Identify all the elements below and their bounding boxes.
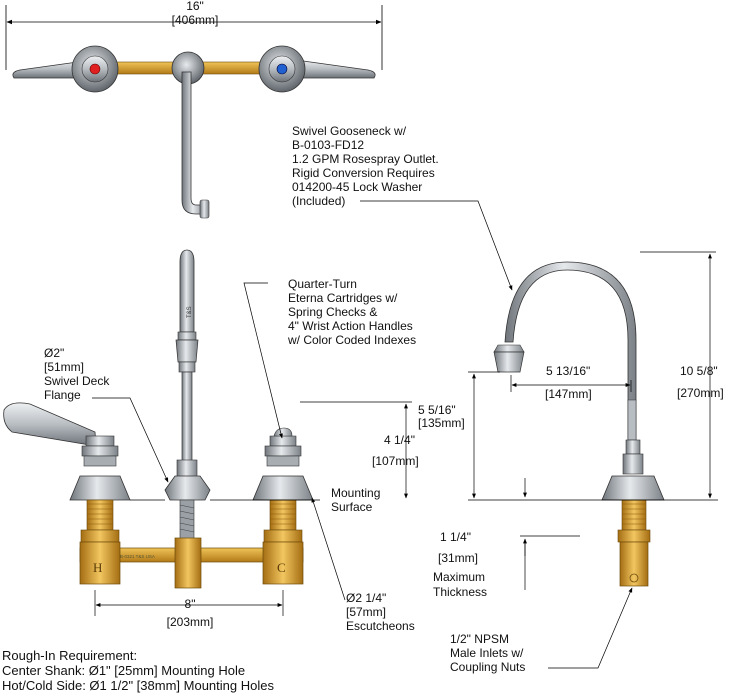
gooseneck-callout-3: 1.2 GPM Rosespray Outlet. (292, 152, 439, 166)
top-view (5, 5, 383, 219)
front-view: T&S B-0321 T&S USA H (3, 249, 412, 616)
cartridge-callout-5: w/ Color Coded Indexes (288, 333, 417, 347)
inlet-callout-2: Male Inlets w/ (450, 646, 524, 660)
mounting-surface-label-1: Mounting (331, 486, 381, 500)
hot-index-icon (89, 63, 101, 75)
front-valve-cold: C (252, 427, 314, 585)
cartridge-callout-2: Eterna Cartridges w/ (288, 291, 398, 305)
cartridge-callout-1: Quarter-Turn (288, 277, 357, 291)
flange-name-2: Flange (44, 388, 81, 402)
side-view (360, 200, 718, 669)
thickness-metric: [31mm] (438, 551, 479, 565)
top-handle-hot (12, 45, 119, 93)
front-spout: T&S (164, 249, 211, 541)
flange-dia-metric: [51mm] (44, 360, 85, 374)
cartridge-callout-4: 4" Wrist Action Handles (288, 319, 413, 333)
top-spout (171, 51, 210, 219)
spout-reach-metric: [147mm] (545, 387, 592, 401)
escutcheon-dia-metric: [57mm] (346, 605, 387, 619)
flange-dia-imperial: Ø2" (44, 346, 65, 360)
cold-index-icon (276, 63, 288, 75)
escutcheon-dia-imperial: Ø2 1/4" (346, 591, 387, 605)
thickness-name-1: Maximum (433, 570, 486, 584)
gooseneck-callout-2: B-0103-FD12 (292, 138, 365, 152)
rough-in-center-shank: Center Shank: Ø1" [25mm] Mounting Hole (2, 663, 246, 678)
spout-height-imperial: 10 5/8" (680, 364, 718, 378)
escutcheon-name: Escutcheons (346, 619, 415, 633)
center-to-center-metric: [203mm] (166, 615, 214, 629)
center-to-center-imperial: 8" (184, 597, 196, 611)
outlet-height-imperial: 5 5/16" (418, 403, 456, 417)
cartridge-callout-3: Spring Checks & (288, 305, 378, 319)
rough-in-note: Rough-In Requirement: Center Shank: Ø1" … (2, 648, 274, 693)
thickness-imperial: 1 1/4" (440, 530, 471, 544)
handle-height-metric: [107mm] (372, 454, 419, 468)
gooseneck-callout-5: 014200-45 Lock Washer (292, 180, 423, 194)
spout-stamp: T&S (187, 306, 193, 318)
side-gooseneck (504, 261, 637, 457)
thickness-name-2: Thickness (433, 585, 488, 599)
overall-width-metric: [406mm] (171, 13, 219, 27)
mounting-surface-label-2: Surface (331, 500, 373, 514)
handle-height-imperial: 4 1/4" (384, 433, 415, 447)
outlet-height-metric: [135mm] (418, 416, 465, 430)
front-valve-hot: H (3, 402, 131, 585)
gooseneck-callout-6: (Included) (292, 194, 346, 208)
rough-in-hot-cold: Hot/Cold Side: Ø1 1/2" [38mm] Mounting H… (2, 678, 274, 693)
inlet-callout-1: 1/2" NPSM (450, 632, 509, 646)
spout-reach-imperial: 5 13/16" (546, 364, 591, 378)
spout-height-metric: [270mm] (677, 386, 724, 400)
gooseneck-callout-1: Swivel Gooseneck w/ (292, 124, 407, 138)
inlet-callout-3: Coupling Nuts (450, 660, 526, 674)
gooseneck-callout-4: Rigid Conversion Requires (292, 166, 435, 180)
top-handle-cold (258, 45, 376, 93)
flange-name-1: Swivel Deck (44, 374, 110, 388)
brass-crossbar: B-0321 T&S USA (79, 537, 304, 589)
rough-in-title: Rough-In Requirement: (2, 648, 138, 663)
cold-mark: C (277, 560, 286, 575)
hot-mark: H (93, 560, 102, 575)
overall-width-imperial: 16" (186, 0, 204, 13)
crossbar-stamp: B-0321 T&S USA (120, 554, 155, 559)
